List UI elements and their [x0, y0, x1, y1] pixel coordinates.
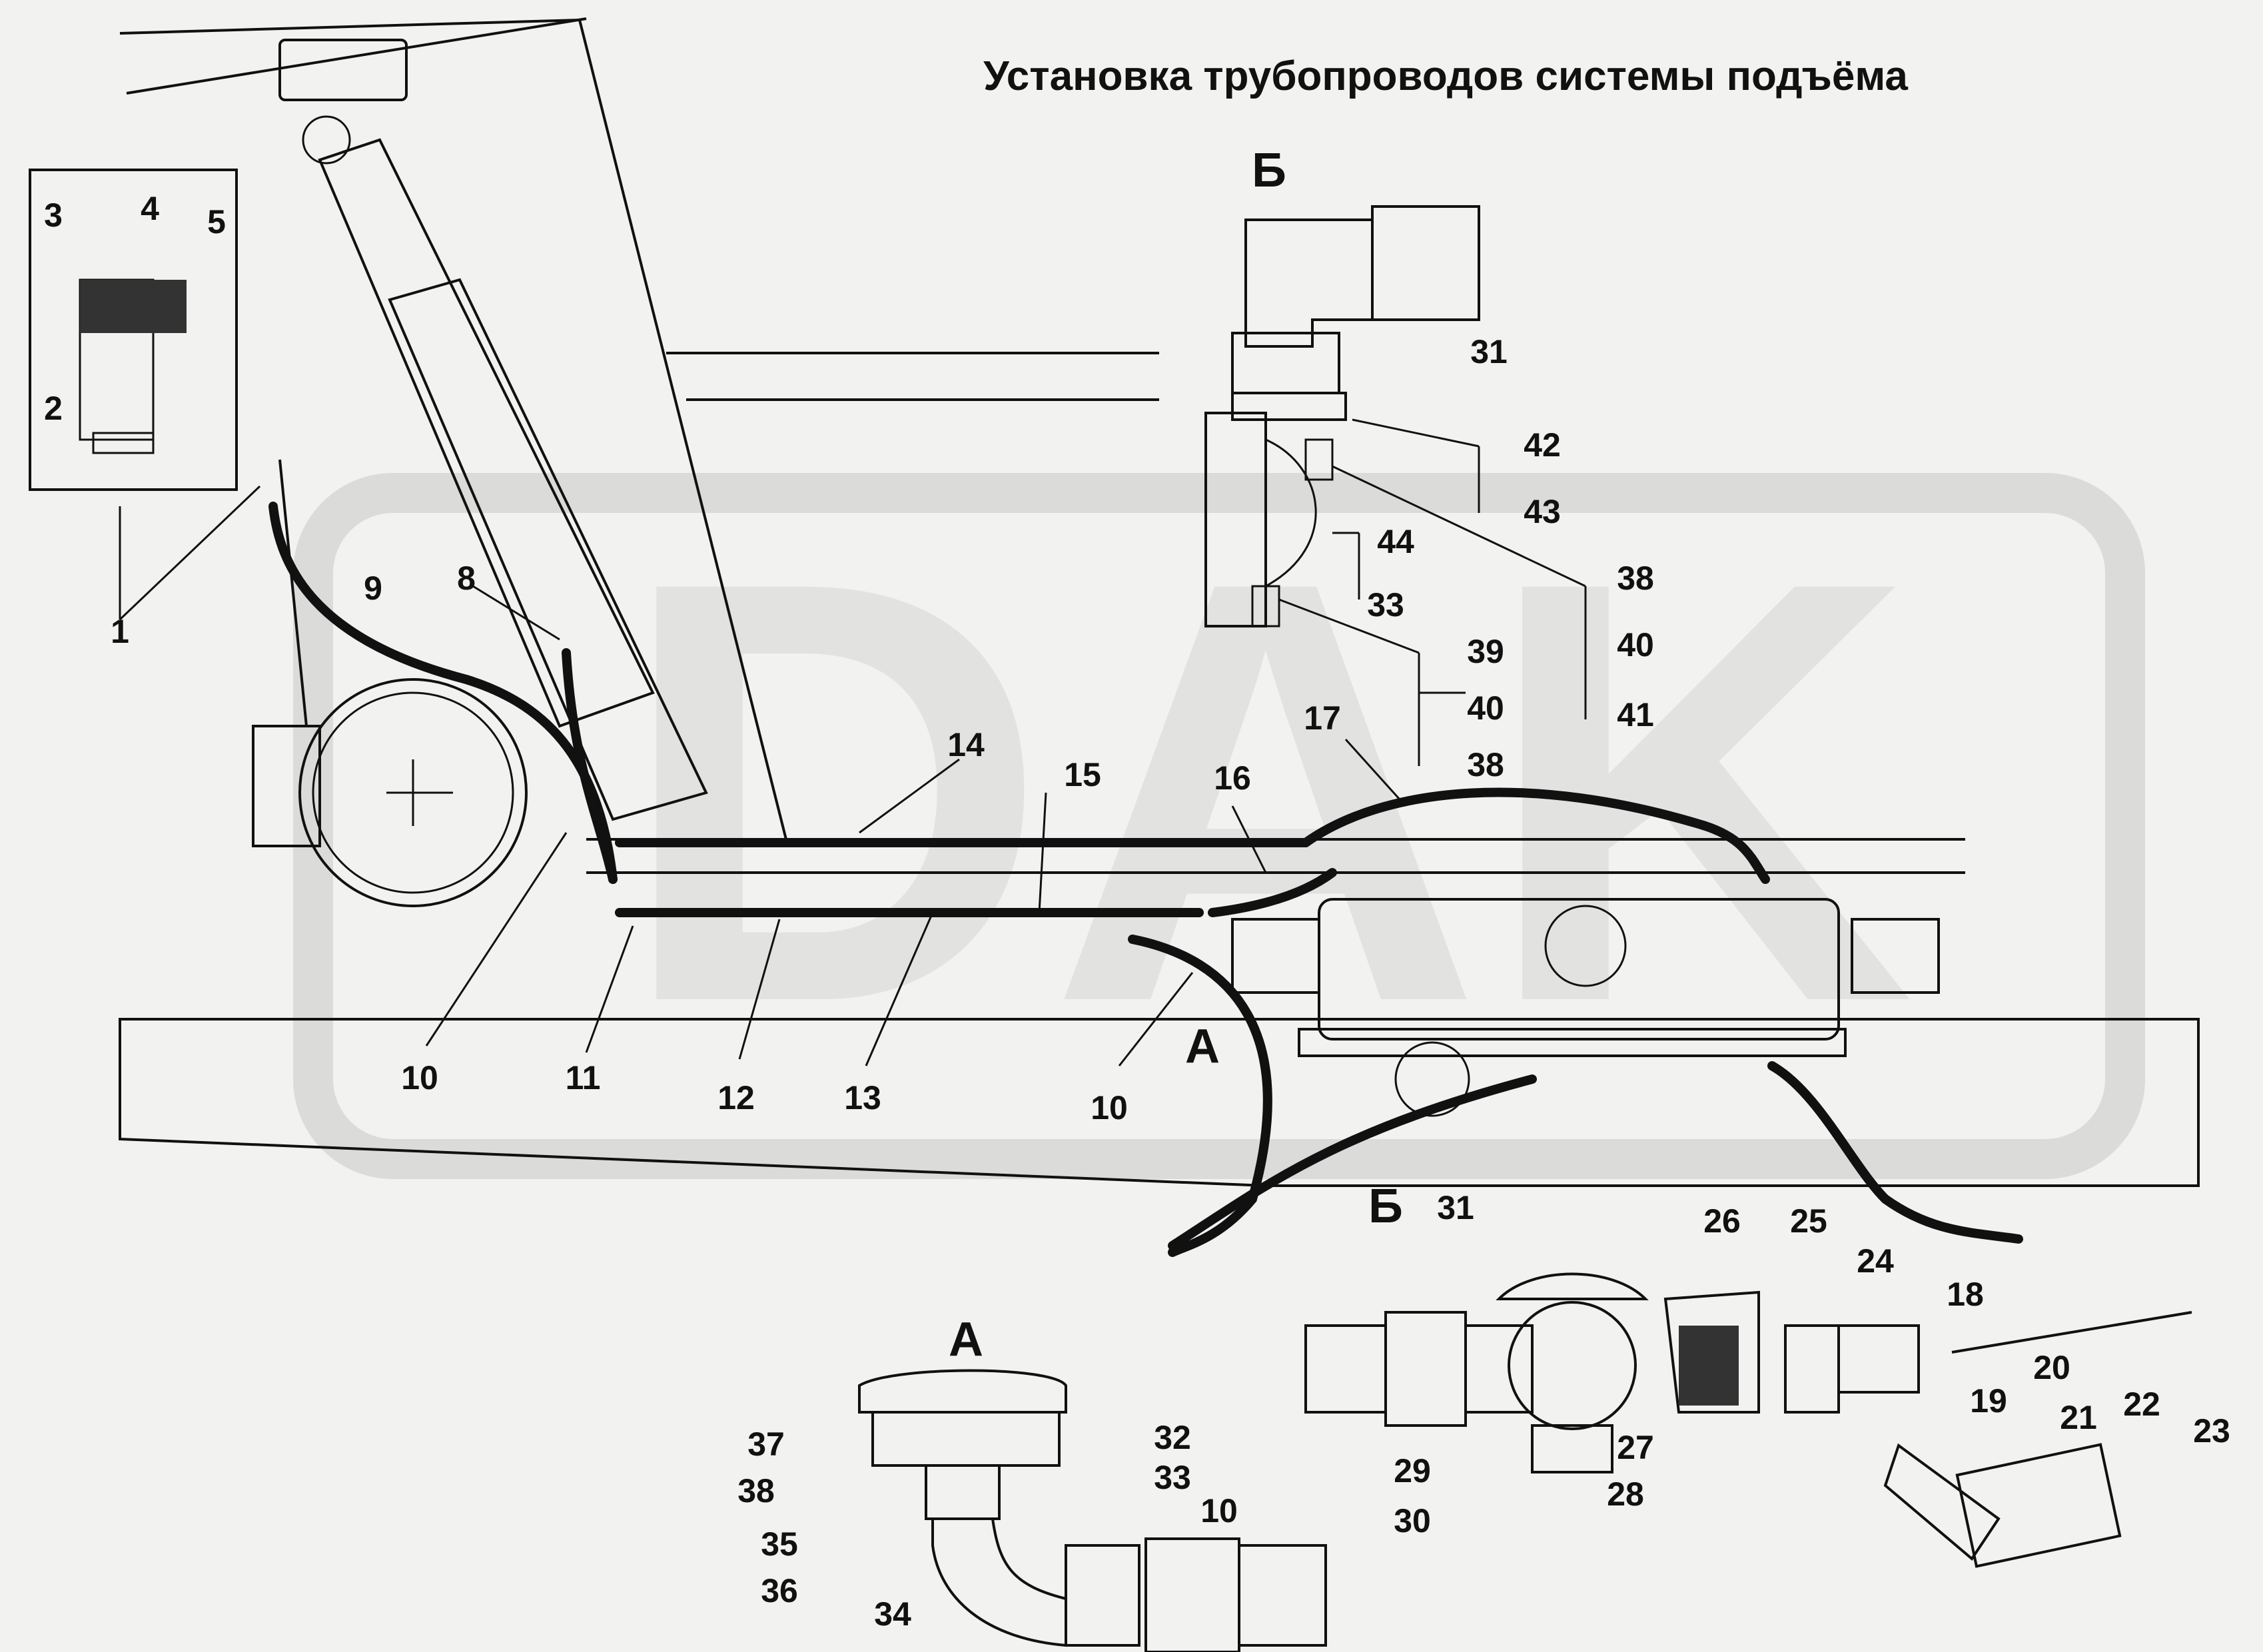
hydraulic-cylinder	[278, 39, 708, 821]
callout-12: 12	[717, 1079, 755, 1116]
view-letters: Б А Б А	[949, 144, 1403, 1366]
callout-36: 36	[761, 1572, 798, 1609]
view-letter-b-top: Б	[1252, 144, 1286, 197]
view-letter-b-main: Б	[1368, 1180, 1403, 1233]
hose-lines	[268, 502, 2023, 1257]
callout-17: 17	[1304, 699, 1341, 737]
callout-16: 16	[1214, 759, 1251, 797]
view-letter-a-detail: А	[949, 1313, 983, 1366]
callout-19: 19	[1970, 1382, 2007, 1420]
callout-10-mid: 10	[1091, 1089, 1128, 1126]
callout-5: 5	[207, 203, 226, 240]
callout-27: 27	[1617, 1429, 1654, 1466]
callout-43: 43	[1524, 493, 1561, 530]
callout-31-bottom: 31	[1437, 1189, 1474, 1226]
callout-38-mid: 38	[1467, 746, 1504, 783]
callout-10-bottom: 10	[1200, 1492, 1238, 1529]
callout-29: 29	[1394, 1452, 1431, 1489]
callout-38-bottom: 38	[737, 1472, 775, 1509]
callout-44: 44	[1377, 523, 1414, 560]
callout-15: 15	[1064, 756, 1101, 793]
callout-24: 24	[1857, 1242, 1894, 1280]
callout-20: 20	[2033, 1349, 2070, 1386]
view-letter-a-main: А	[1185, 1020, 1220, 1073]
coupling-detail	[1663, 1290, 1920, 1414]
callout-31-top: 31	[1470, 333, 1508, 370]
callout-2: 2	[44, 390, 63, 427]
leader-lines	[119, 418, 1587, 1066]
callout-40-right: 40	[1617, 626, 1654, 663]
callout-42: 42	[1524, 426, 1561, 464]
inset-detail-box	[29, 169, 238, 491]
detail-a-bottom	[858, 1369, 1327, 1652]
right-tank-assembly	[1231, 898, 1940, 1117]
callout-9: 9	[364, 570, 382, 607]
filter-detail	[1883, 1311, 2192, 1568]
callout-37: 37	[747, 1426, 785, 1463]
callout-22: 22	[2123, 1386, 2160, 1423]
callout-25: 25	[1790, 1202, 1827, 1240]
callout-11: 11	[566, 1059, 601, 1096]
callout-13: 13	[844, 1079, 881, 1116]
callout-32: 32	[1154, 1419, 1191, 1456]
callout-33-top: 33	[1367, 586, 1404, 623]
callout-35: 35	[761, 1525, 798, 1563]
callout-14: 14	[947, 726, 985, 763]
callout-10-left: 10	[401, 1059, 438, 1096]
callout-26: 26	[1703, 1202, 1741, 1240]
callout-23: 23	[2193, 1412, 2230, 1449]
callout-40-mid: 40	[1467, 689, 1504, 727]
callout-33-bottom: 33	[1154, 1459, 1191, 1496]
callout-18: 18	[1947, 1276, 1984, 1313]
callout-1: 1	[111, 613, 129, 650]
callout-3: 3	[44, 197, 63, 234]
diagram-title: Установка трубопроводов системы подъёма	[983, 53, 1908, 99]
detail-b-bottom	[1304, 1272, 1649, 1473]
callout-4: 4	[141, 190, 159, 227]
callout-39: 39	[1467, 633, 1504, 670]
callout-38-right: 38	[1617, 560, 1654, 597]
detail-b-top	[1204, 205, 1480, 627]
callout-30: 30	[1394, 1502, 1431, 1539]
callout-21: 21	[2060, 1399, 2097, 1436]
callout-34: 34	[874, 1595, 911, 1633]
callout-28: 28	[1607, 1475, 1644, 1513]
callout-41: 41	[1617, 696, 1654, 733]
oil-tank	[252, 459, 528, 907]
callout-labels: 1 2 3 4 5 8 9 10 10 10 11 12 13 14 15 16…	[44, 190, 2230, 1633]
callout-8: 8	[457, 560, 476, 597]
